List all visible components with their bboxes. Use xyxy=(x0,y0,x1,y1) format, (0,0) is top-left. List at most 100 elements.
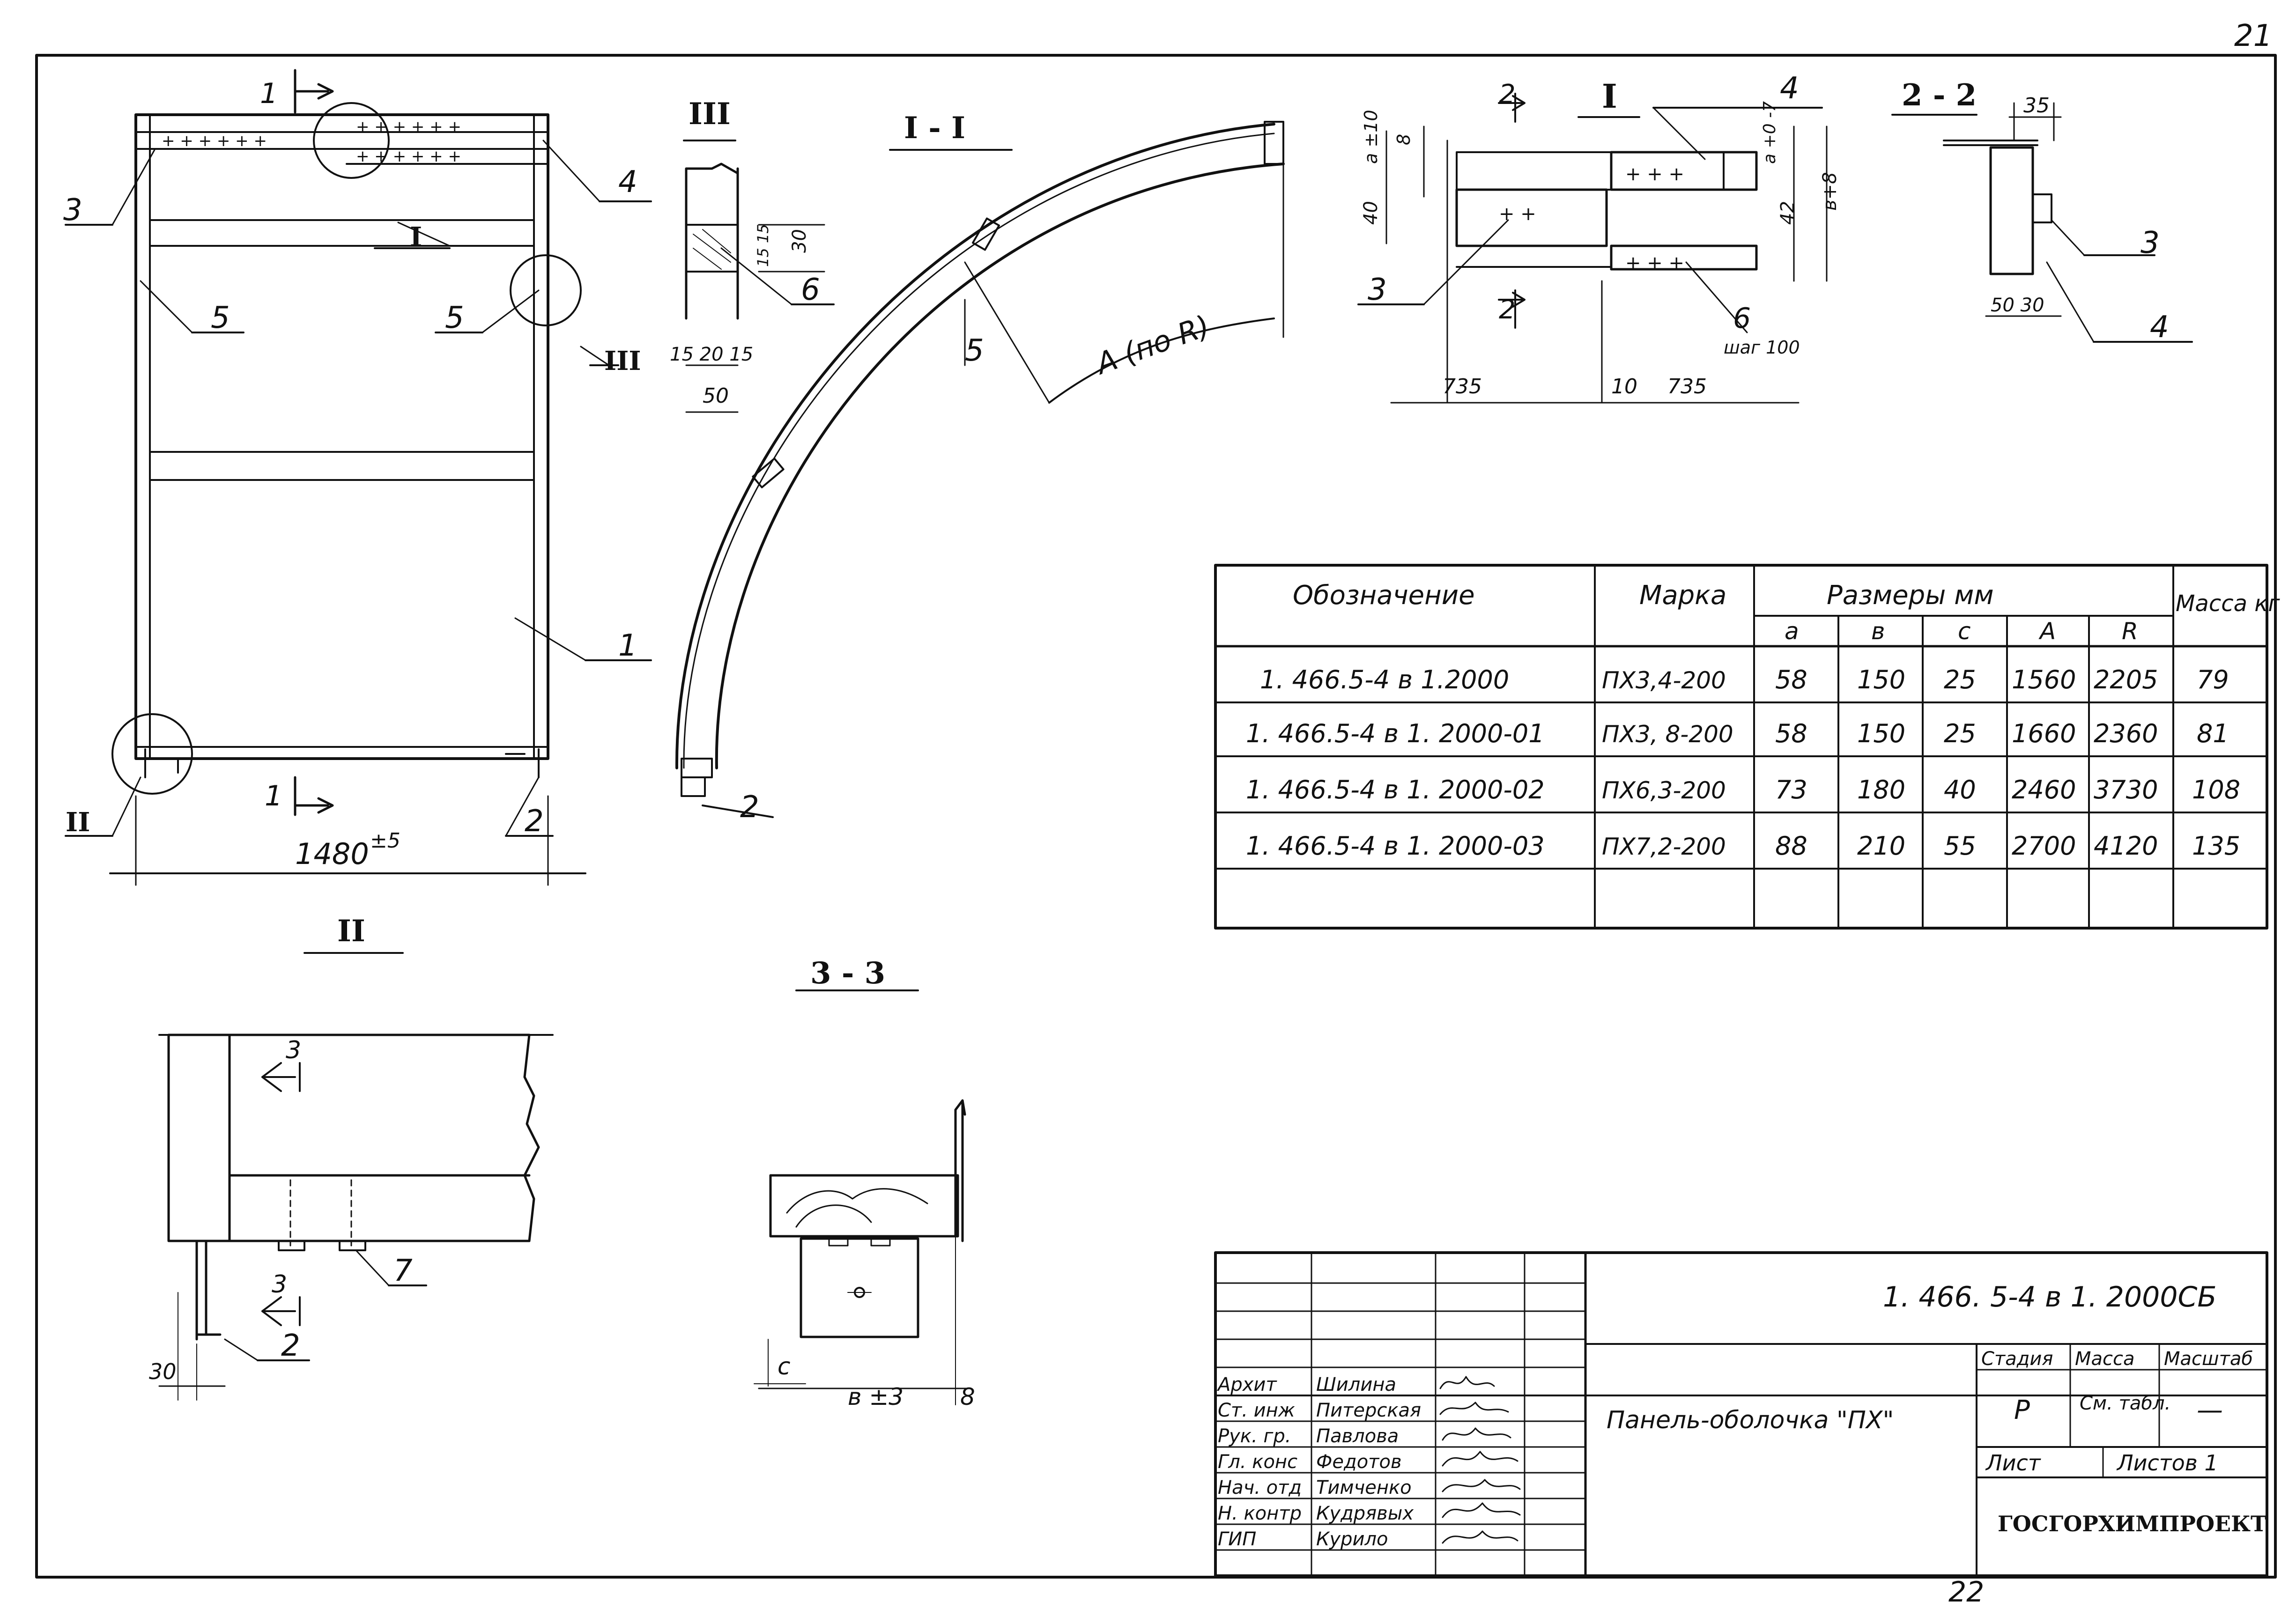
row0-designation: 1. 466.5-4 в 1.2000 xyxy=(1260,665,1509,694)
cut-label-1-top: 1 xyxy=(260,77,278,110)
hdr-c: c xyxy=(1958,618,1971,645)
row0-a: 58 xyxy=(1775,665,1807,694)
dim-10: 10 xyxy=(1611,375,1637,399)
cut-label-3-bottom: 3 xyxy=(272,1270,287,1299)
dim-width-1480: 1480 xyxy=(295,837,369,871)
signatures xyxy=(1439,1376,1521,1544)
row3-b: 210 xyxy=(1857,831,1905,861)
scale-value: — xyxy=(2197,1395,2223,1425)
row1-c: 25 xyxy=(1944,719,1976,748)
callout-3: 3 xyxy=(63,193,82,228)
spec-table: Обозначение Марка Размеры мм Масса кг a … xyxy=(1214,564,2280,930)
view-title-I-I: I - I xyxy=(904,111,965,146)
detail-I-label: I xyxy=(410,221,422,252)
sheet-label: Лист xyxy=(1985,1450,2041,1476)
callout-7: 7 xyxy=(393,1254,413,1288)
detail-II: II 3 3 7 2 30 xyxy=(149,914,554,1401)
row3-A: 2700 xyxy=(2012,831,2076,861)
row3-mass: 135 xyxy=(2192,831,2240,861)
dim-50-30: 50 30 xyxy=(1991,295,2044,316)
callout-6-III: 6 xyxy=(801,273,820,307)
row3-mark: ПХ7,2-200 xyxy=(1602,833,1726,860)
dim-c-33: c xyxy=(778,1353,791,1380)
row3-c: 55 xyxy=(1944,831,1976,861)
view-title-III: III xyxy=(689,96,731,132)
hdr-designation: Обозначение xyxy=(1293,580,1475,611)
role-3: Гл. конс xyxy=(1218,1451,1297,1473)
row2-a: 73 xyxy=(1775,775,1807,804)
hdr-R: R xyxy=(2122,618,2138,645)
callout-2-arc: 2 xyxy=(740,790,759,825)
callout-5-left: 5 xyxy=(211,301,230,335)
role-0: Архит xyxy=(1216,1374,1277,1395)
dim-8-left: 8 xyxy=(1393,134,1414,145)
dim-30-III: 30 xyxy=(789,229,810,253)
svg-text:+ + +: + + + xyxy=(1625,163,1684,185)
row1-mark: ПХ3, 8-200 xyxy=(1602,721,1733,748)
row1-R: 2360 xyxy=(2094,719,2158,748)
row1-a: 58 xyxy=(1775,719,1807,748)
hdr-a: a xyxy=(1785,618,1799,645)
svg-text:+ + + + + +: + + + + + + xyxy=(356,147,461,166)
section-I-I: I - I A (по R) 5 2 xyxy=(675,111,1285,825)
stage-header: Стадия xyxy=(1981,1348,2053,1370)
dim-15-20-15: 15 20 15 xyxy=(670,344,753,365)
view-title-3-3: 3 - 3 xyxy=(810,956,885,991)
organization: ГОСГОРХИМПРОЕКТ xyxy=(1998,1511,2266,1536)
scale-header: Масштаб xyxy=(2164,1348,2253,1370)
page-number-bottom: 22 xyxy=(1948,1576,1984,1609)
row1-A: 1660 xyxy=(2012,719,2076,748)
row1-designation: 1. 466.5-4 в 1. 2000-01 xyxy=(1246,719,1545,748)
view-title-II: II xyxy=(337,914,365,949)
row2-mark: ПХ6,3-200 xyxy=(1602,777,1726,804)
callout-5-right: 5 xyxy=(445,301,464,335)
view-label-II-callout: II xyxy=(66,807,90,838)
callout-2-elev: 2 xyxy=(525,804,544,839)
view-title-I: I xyxy=(1602,77,1617,116)
cut-label-1-bottom: 1 xyxy=(265,780,282,812)
dim-35: 35 xyxy=(2023,94,2050,118)
dim-30-II: 30 xyxy=(149,1359,177,1384)
row2-R: 3730 xyxy=(2094,775,2158,804)
detail-circle-III xyxy=(510,254,582,326)
svg-text:+ + + + + +: + + + + + + xyxy=(356,118,461,136)
dim-735-left: 735 xyxy=(1443,375,1482,399)
section-3-3: 3 - 3 в ±3 8 c xyxy=(754,956,975,1410)
row3-designation: 1. 466.5-4 в 1. 2000-03 xyxy=(1246,831,1545,861)
view-title-2-2: 2 - 2 xyxy=(1902,78,1977,113)
sheets-label: Листов 1 xyxy=(2116,1450,2218,1476)
row0-c: 25 xyxy=(1944,665,1976,694)
callout-6-detail: 6 xyxy=(1733,302,1751,335)
dim-a-tol-left: a ±10 xyxy=(1361,110,1381,164)
callout-2-detail: 2 xyxy=(281,1329,300,1363)
stage-value: Р xyxy=(2014,1395,2030,1425)
callout-4-22: 4 xyxy=(2150,310,2169,345)
page-number-top: 21 xyxy=(2234,19,2272,53)
row1-b: 150 xyxy=(1857,719,1905,748)
section-2-2: 2 - 2 35 50 30 3 4 xyxy=(1891,78,2193,345)
svg-text:+ + +: + + + xyxy=(1625,252,1684,274)
row2-A: 2460 xyxy=(2012,775,2076,804)
callout-4-detail: 4 xyxy=(1780,71,1799,106)
row3-a: 88 xyxy=(1775,831,1807,861)
callout-3-22: 3 xyxy=(2140,226,2160,260)
cut-label-2-bottom: 2 xyxy=(1499,295,1516,325)
callout-4: 4 xyxy=(618,165,637,199)
name-2: Павлова xyxy=(1316,1425,1399,1447)
dim-a-tol-right: a +0 -7 xyxy=(1760,101,1779,164)
detail-circle-II xyxy=(111,713,193,795)
role-2: Рук. гр. xyxy=(1218,1425,1291,1447)
view-label-III-callout: III xyxy=(604,346,641,376)
dim-b-tol-33: в ±3 xyxy=(848,1383,904,1410)
cut-label-2-top: 2 xyxy=(1499,79,1516,110)
dim-8-33: 8 xyxy=(960,1383,975,1410)
hdr-b: в xyxy=(1871,618,1885,645)
role-6: ГИП xyxy=(1218,1528,1256,1550)
hdr-sizes: Размеры мм xyxy=(1827,580,1994,611)
cut-label-3-top: 3 xyxy=(286,1036,301,1064)
row2-designation: 1. 466.5-4 в 1. 2000-02 xyxy=(1246,775,1545,804)
row3-R: 4120 xyxy=(2094,831,2158,861)
dim-b-plus-8: в+8 xyxy=(1819,172,1841,211)
panel-elevation: + + + + + + + + + + + + + + + + + + 1 1 … xyxy=(63,69,652,886)
